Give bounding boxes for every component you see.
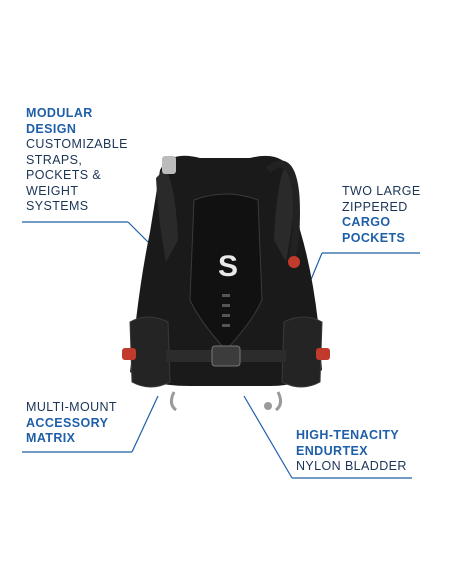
callout-title-line: MODULAR (26, 106, 93, 120)
callout-title-line: DESIGN (26, 121, 77, 136)
callout-title-line: ACCESSORY (26, 415, 109, 430)
callout-text-line: NYLON BLADDER (296, 459, 407, 473)
callout-text-line: CUSTOMIZABLE (26, 137, 128, 151)
callout-nylon-bladder: HIGH-TENACITY ENDURTEX NYLON BLADDER (296, 428, 407, 475)
back-plate (189, 193, 263, 351)
callout-text-line: TWO LARGE (342, 184, 421, 198)
plate-slot (222, 314, 230, 317)
left-shoulder-strap (156, 168, 178, 262)
weight-pocket-handle-right (316, 348, 330, 360)
d-ring-right (275, 391, 283, 412)
belt-buckle (211, 345, 241, 367)
leader-line-modular-diag (127, 221, 149, 243)
callout-title-line: ENDURTEX (296, 443, 368, 458)
plate-slot (222, 294, 230, 297)
callout-title-line: HIGH-TENACITY (296, 428, 400, 442)
callout-title-line: POCKETS (342, 230, 406, 245)
right-shoulder-strap (274, 168, 296, 262)
dump-valve (162, 156, 176, 174)
d-ring-left (169, 391, 177, 412)
callout-text-line: POCKETS & (26, 168, 102, 182)
weight-pocket-handle-left (122, 348, 136, 360)
callout-title-line: CARGO (342, 215, 391, 229)
callout-text-line: SYSTEMS (26, 199, 89, 213)
left-cargo-pocket (129, 316, 171, 388)
callout-accessory-matrix: MULTI-MOUNT ACCESSORY MATRIX (26, 400, 117, 447)
callout-text-line: STRAPS, (26, 152, 83, 167)
callout-title-line: MATRIX (26, 431, 76, 445)
leader-line-bladder-diag (243, 395, 293, 479)
plate-slot (222, 304, 230, 307)
inflator-hose (265, 160, 300, 259)
d-ring-clip-right (264, 402, 272, 410)
leader-line-matrix-diag (131, 395, 159, 453)
plate-slot (222, 324, 230, 327)
callout-cargo-pockets: TWO LARGE ZIPPERED CARGO POCKETS (342, 184, 421, 246)
callout-modular-design: MODULAR DESIGN CUSTOMIZABLE STRAPS, POCK… (26, 106, 128, 215)
callout-text-line: WEIGHT (26, 183, 79, 198)
inflator-red-valve-icon (288, 256, 300, 268)
brand-logo-icon: S (218, 250, 238, 283)
leader-line-cargo-diag (309, 252, 323, 283)
callout-text-line: MULTI-MOUNT (26, 400, 117, 414)
right-cargo-pocket (281, 316, 323, 388)
callout-text-line: ZIPPERED (342, 199, 408, 214)
